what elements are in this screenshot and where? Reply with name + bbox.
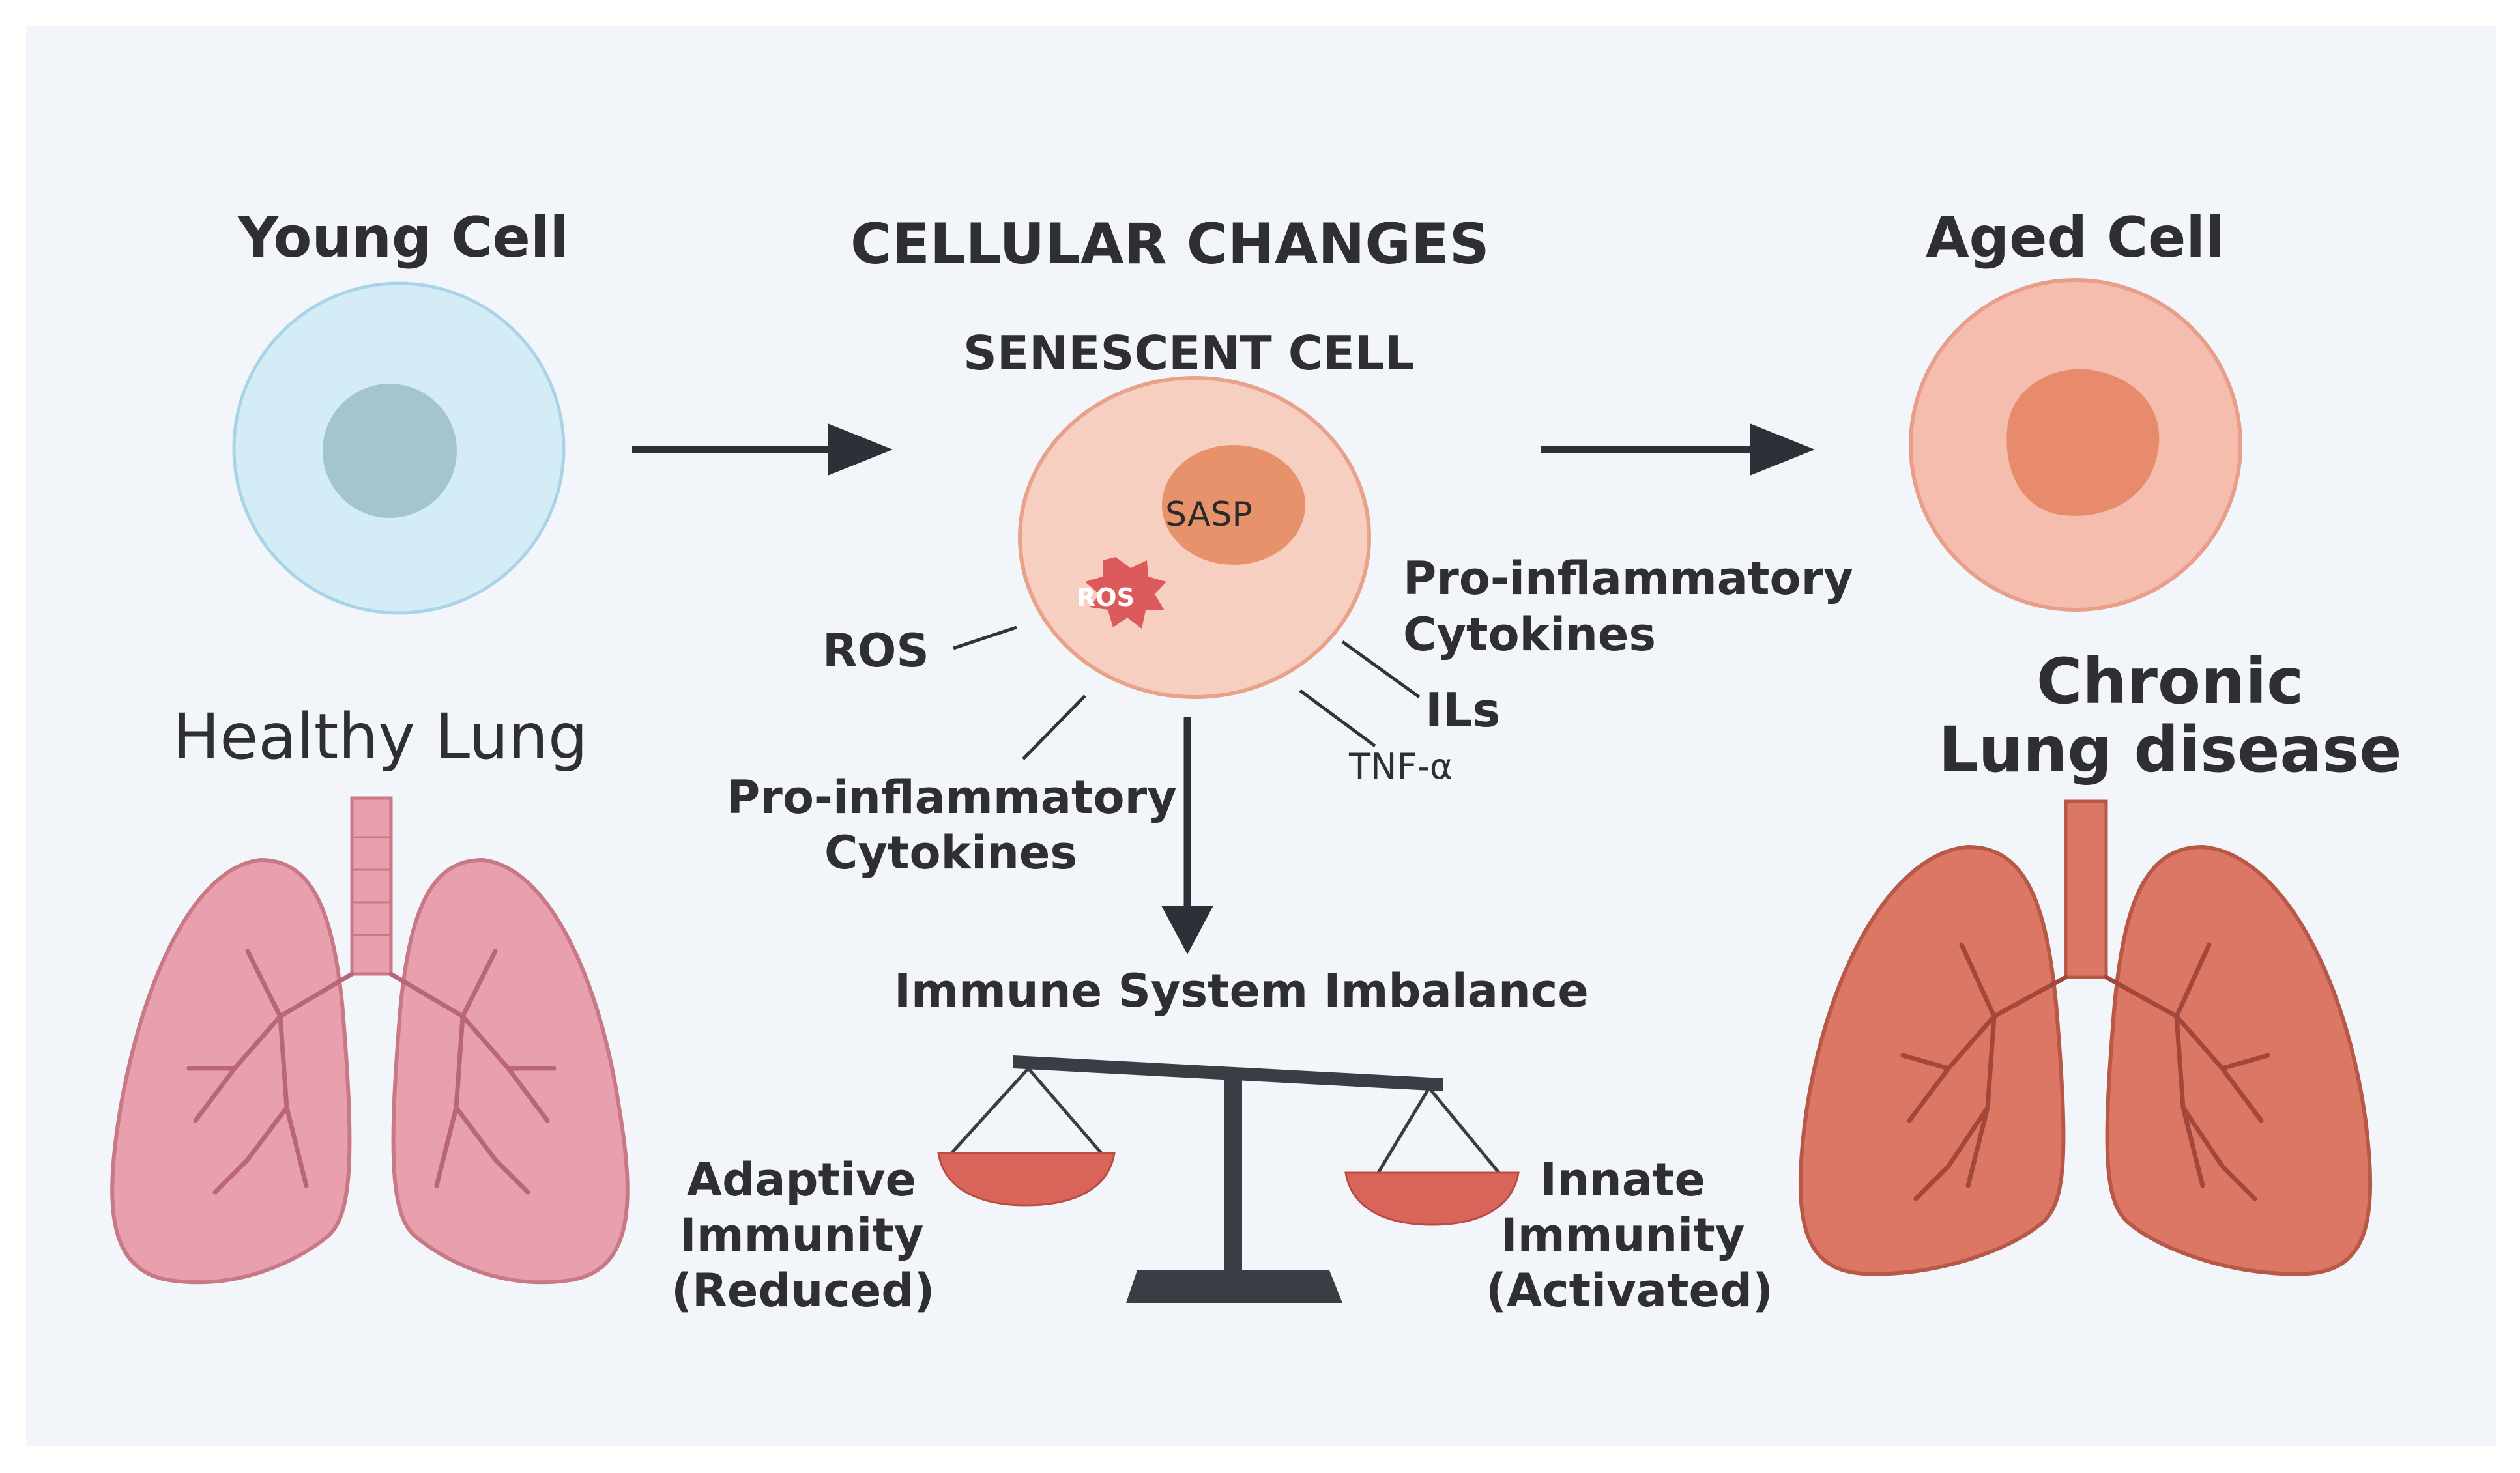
adaptive-label-line3: (Reduced)	[671, 1264, 935, 1317]
young-cell-nucleus	[323, 384, 457, 518]
scale-pan-left	[937, 1152, 1116, 1207]
sasp-nucleus	[1162, 445, 1305, 565]
aged-cell	[1909, 278, 2242, 612]
healthy-trachea	[350, 796, 393, 976]
young-cell	[232, 281, 566, 615]
scale-pan-right	[1344, 1171, 1520, 1226]
healthy-lung-label: Healthy Lung	[173, 700, 588, 773]
senescent-cell-heading: SENESCENT CELL	[963, 326, 1415, 380]
ros-badge-label: ROS	[1077, 583, 1135, 612]
arrow-young-to-senescent	[632, 423, 893, 476]
adaptive-label-line2: Immunity	[679, 1208, 924, 1262]
young-cell-heading: Young Cell	[238, 205, 569, 270]
innate-label-line1: Innate	[1540, 1153, 1705, 1207]
diseased-trachea	[2064, 799, 2108, 979]
cellular-changes-heading: CELLULAR CHANGES	[850, 212, 1490, 277]
sasp-label: SASP	[1165, 495, 1253, 534]
tnf-label: TNF-α	[1349, 746, 1453, 787]
healthy-lung	[110, 796, 630, 1285]
adaptive-label-line1: Adaptive	[686, 1153, 917, 1207]
ils-label: ILs	[1425, 683, 1501, 737]
aged-cell-nucleus	[2006, 369, 2160, 516]
arrow-senescent-to-aged	[1541, 423, 1815, 476]
arrow-down-to-immune	[1161, 717, 1213, 954]
ros-star	[1085, 557, 1166, 629]
diseased-lung	[1798, 799, 2373, 1276]
ros-label: ROS	[822, 624, 929, 678]
scale-post	[1224, 1072, 1242, 1293]
senescent-cell	[1018, 376, 1371, 699]
innate-label-line2: Immunity	[1500, 1208, 1745, 1262]
chronic-lung-label-line2: Lung disease	[1938, 713, 2402, 786]
diseased-lung-left	[1798, 844, 2066, 1276]
pro-inflammatory-right-line1: Pro-inflammatory	[1403, 552, 1853, 605]
chronic-lung-label-line1: Chronic	[2036, 645, 2304, 718]
pro-inflammatory-bottom-line1: Pro-inflammatory	[727, 771, 1177, 824]
scale-base	[1126, 1270, 1342, 1303]
diseased-lung-right	[2105, 844, 2373, 1276]
immune-imbalance-title: Immune System Imbalance	[894, 964, 1589, 1018]
aged-cell-heading: Aged Cell	[1926, 205, 2225, 270]
connector-lines	[953, 625, 1421, 760]
innate-label-line3: (Activated)	[1486, 1264, 1774, 1317]
pro-inflammatory-bottom-line2: Cytokines	[824, 826, 1078, 880]
balance-scale	[937, 1055, 1520, 1303]
pro-inflammatory-right-line2: Cytokines	[1403, 608, 1657, 661]
